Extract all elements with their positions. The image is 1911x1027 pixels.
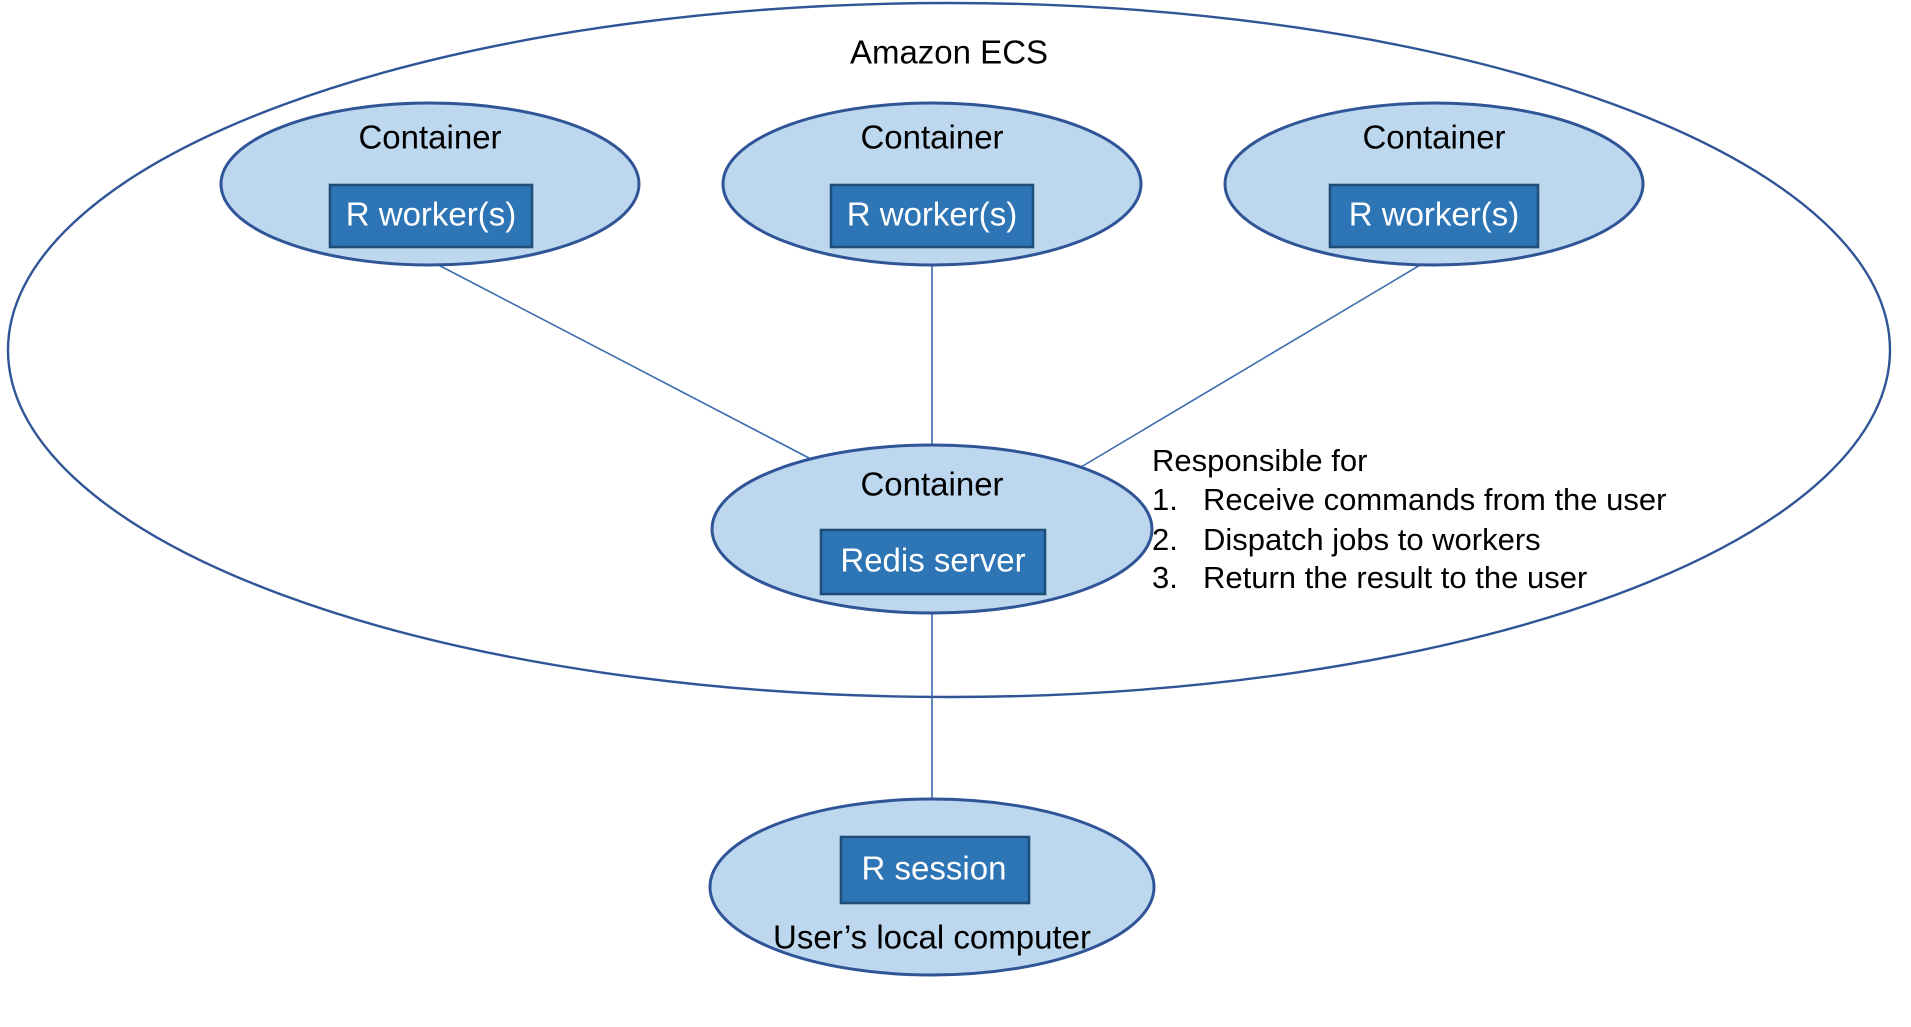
note-item-1-text: Receive commands from the user [1203, 482, 1666, 517]
note-heading: Responsible for [1152, 443, 1367, 478]
worker-container-3-label: Container [1362, 119, 1505, 156]
worker-container-1-label: Container [358, 119, 501, 156]
note-item-2-text: Dispatch jobs to workers [1203, 522, 1541, 557]
r-session-box[interactable] [839, 835, 1031, 905]
worker-container-3-service-box[interactable] [1328, 183, 1540, 249]
worker-container-2-service-box[interactable] [829, 183, 1035, 249]
user-local-computer-caption: User’s local computer [773, 919, 1091, 956]
redis-service-box[interactable] [819, 528, 1047, 596]
r-session-label: R session [862, 850, 1007, 887]
worker-container-1-service-label: R worker(s) [346, 196, 517, 233]
worker-container-2-label: Container [860, 119, 1003, 156]
note-item-3-number: 3. [1152, 560, 1178, 595]
redis-container-label: Container [860, 466, 1003, 503]
redis-service-label: Redis server [840, 542, 1025, 579]
worker-container-3-service-label: R worker(s) [1349, 196, 1520, 233]
note-item-2-number: 2. [1152, 522, 1178, 557]
connector-worker-1-to-redis [424, 257, 833, 471]
connector-worker-3-to-redis [1075, 257, 1433, 471]
note-item-3-text: Return the result to the user [1203, 560, 1587, 595]
note-item-1-number: 1. [1152, 482, 1178, 517]
page-title: Amazon ECS [850, 34, 1048, 71]
worker-container-2-service-label: R worker(s) [847, 196, 1018, 233]
worker-container-1-service-box[interactable] [328, 183, 534, 249]
